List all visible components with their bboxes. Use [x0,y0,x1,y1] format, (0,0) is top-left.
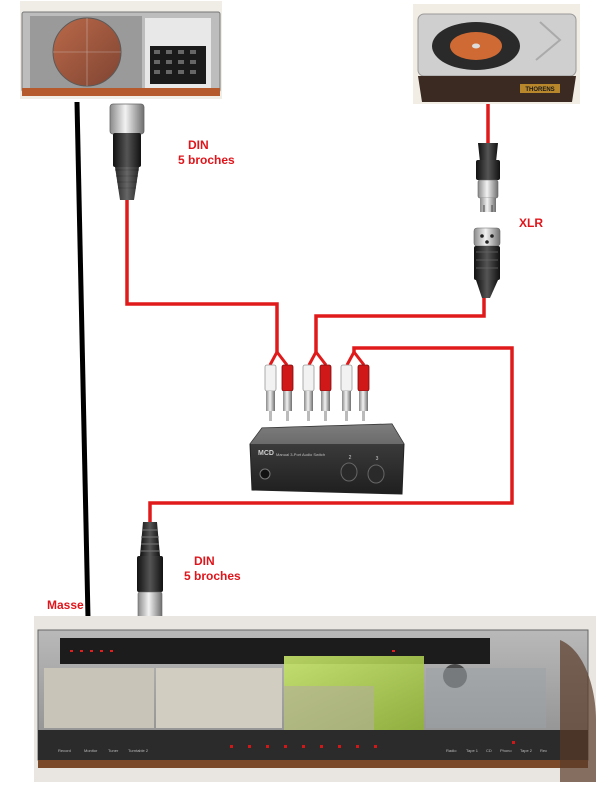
din-plug-top [109,103,145,200]
receiver-label-monitor: Monitor [84,748,98,753]
rca-pair-2 [302,351,332,421]
rca-pair-3 [340,351,370,421]
switch-brand: MCD [258,450,274,457]
switch-button-2-number: 2 [349,455,352,461]
receiver-source-tape1: Tape 1 [466,748,479,753]
din-bottom-label-line2: 5 broches [184,569,241,583]
switch-caption: Manual 3-Port Audio Switch [276,452,325,457]
receiver-label-record: Record [58,748,71,753]
ground-wire [74,101,91,619]
xlr-label: XLR [519,216,543,231]
din-top-label-line1: DIN [188,138,209,152]
receiver-source-tape2: Tape 2 [520,748,533,753]
xlr-label-text: XLR [519,216,543,230]
receiver-source-radio: Radio [446,748,457,753]
thorens-badge: THORENS [525,87,554,93]
switch-button-3 [367,464,385,484]
din-bottom-label: DIN 5 broches [184,554,241,584]
switch-button-3-number: 3 [376,456,379,462]
din-top-label: DIN 5 broches [178,138,235,168]
cable-xlr-to-switch-input-2 [314,296,486,352]
masse-label: Masse [47,598,84,613]
cable-din-top-to-switch-input-1 [125,200,279,352]
cable-switch-output-to-din-bottom [148,346,514,522]
switch-button-2 [340,462,358,482]
masse-label-text: Masse [47,598,84,612]
rca-pair-1 [264,351,294,421]
bo-turntable-photo [20,1,222,99]
receiver-source-phono: Phono [500,748,512,753]
receiver-source-rec: Rec [540,748,547,753]
red-cables [125,104,514,522]
rca-plugs [264,351,370,421]
din-top-label-line2: 5 broches [178,153,235,167]
xlr-connectors [473,143,501,298]
receiver-label-turntable-2: Turntable 2 [128,748,149,753]
din-bottom-label-line1: DIN [194,554,215,568]
headphone-jack [259,468,271,480]
receiver-source-cd: CD [486,748,492,753]
thorens-turntable-photo: THORENS [413,4,580,104]
din-plug-bottom [137,522,163,621]
receiver-label-tuner: Tuner [108,748,119,753]
audio-switch-box: MCD Manual 3-Port Audio Switch 2 3 [249,423,405,495]
bo-receiver-photo: Record Monitor Tuner Turntable 2 Radio T… [34,616,596,782]
